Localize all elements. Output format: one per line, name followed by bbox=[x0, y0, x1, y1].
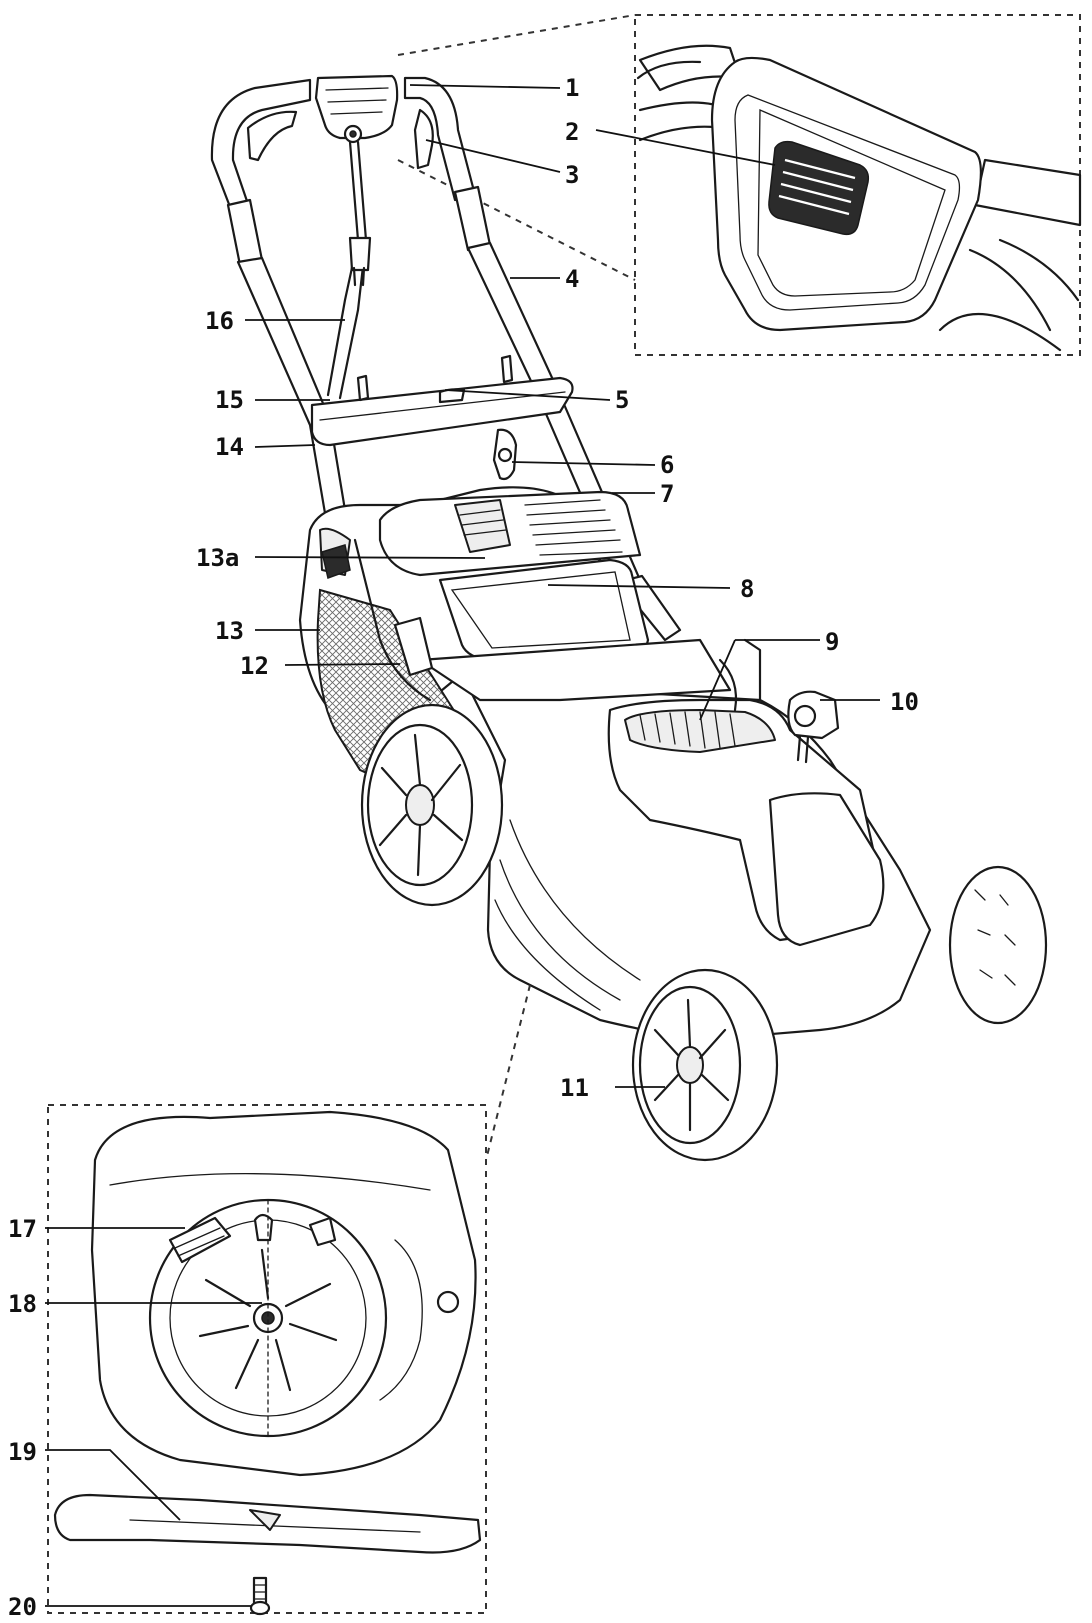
callout-20: 20 bbox=[8, 1593, 37, 1621]
callout-17: 17 bbox=[8, 1215, 37, 1243]
callout-10: 10 bbox=[890, 688, 919, 716]
callout-3: 3 bbox=[565, 161, 579, 189]
callout-8: 8 bbox=[740, 575, 754, 603]
handle-crossbar bbox=[310, 354, 574, 481]
power-plug bbox=[787, 690, 840, 764]
front-left-wheel bbox=[631, 968, 779, 1162]
mower-deck bbox=[393, 558, 932, 1042]
front-right-wheel bbox=[948, 865, 1048, 1025]
leader-6 bbox=[511, 461, 656, 466]
leader-1 bbox=[409, 84, 561, 89]
rear-left-wheel bbox=[360, 703, 504, 907]
callout-1: 1 bbox=[565, 74, 579, 102]
callout-2: 2 bbox=[565, 118, 579, 146]
leader-19 bbox=[45, 1449, 181, 1521]
callout-13a: 13a bbox=[196, 544, 239, 572]
callout-14: 14 bbox=[215, 433, 244, 461]
switch-detail-inset bbox=[397, 14, 1082, 356]
leader-2 bbox=[595, 129, 776, 166]
leader-5 bbox=[444, 389, 611, 401]
callout-15: 15 bbox=[215, 386, 244, 414]
leader-3 bbox=[425, 139, 561, 173]
leader-13a bbox=[254, 556, 486, 559]
callout-labels: 1 2 3 4 5 6 7 8 9 10 11 12 13 13a 14 15 … bbox=[8, 74, 919, 1621]
leader-lines bbox=[45, 84, 880, 1607]
callout-5: 5 bbox=[615, 386, 629, 414]
underside-detail-inset bbox=[47, 984, 531, 1616]
callout-11: 11 bbox=[560, 1074, 589, 1102]
leader-14 bbox=[254, 444, 316, 448]
leader-9 bbox=[699, 639, 820, 721]
leader-12 bbox=[284, 663, 401, 666]
callout-16: 16 bbox=[205, 307, 234, 335]
callout-7: 7 bbox=[660, 480, 674, 508]
callout-19: 19 bbox=[8, 1438, 37, 1466]
callout-4: 4 bbox=[565, 265, 579, 293]
callout-13: 13 bbox=[215, 617, 244, 645]
callout-6: 6 bbox=[660, 451, 674, 479]
callout-9: 9 bbox=[825, 628, 839, 656]
callout-12: 12 bbox=[240, 652, 269, 680]
leader-8 bbox=[547, 584, 731, 589]
callout-18: 18 bbox=[8, 1290, 37, 1318]
